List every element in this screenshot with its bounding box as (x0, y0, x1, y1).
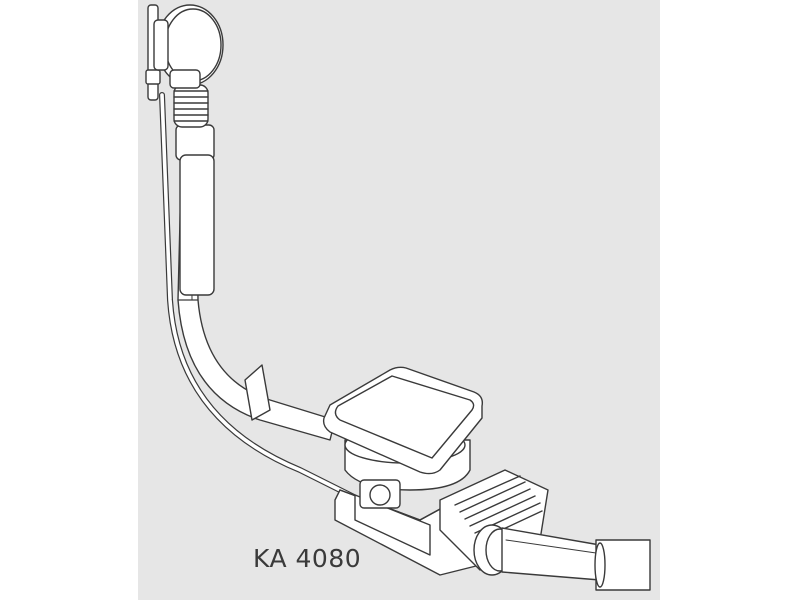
pipe-sleeve (179, 154, 215, 296)
cable-connector-knob (369, 484, 391, 506)
trap-housing (354, 494, 431, 556)
drain-plug-cover-icon (322, 366, 484, 475)
corrugated-hose (173, 84, 209, 128)
bowden-cable-core (160, 93, 362, 502)
overflow-rod-clip (145, 69, 161, 85)
overflow-pipe-joint-lower (244, 364, 271, 421)
model-number-label: KA 4080 (253, 544, 362, 573)
outlet-pipe (501, 527, 601, 581)
overflow-handle-icon (153, 4, 224, 89)
outlet-pipe-opening (594, 542, 606, 588)
outlet-seam (505, 539, 597, 554)
